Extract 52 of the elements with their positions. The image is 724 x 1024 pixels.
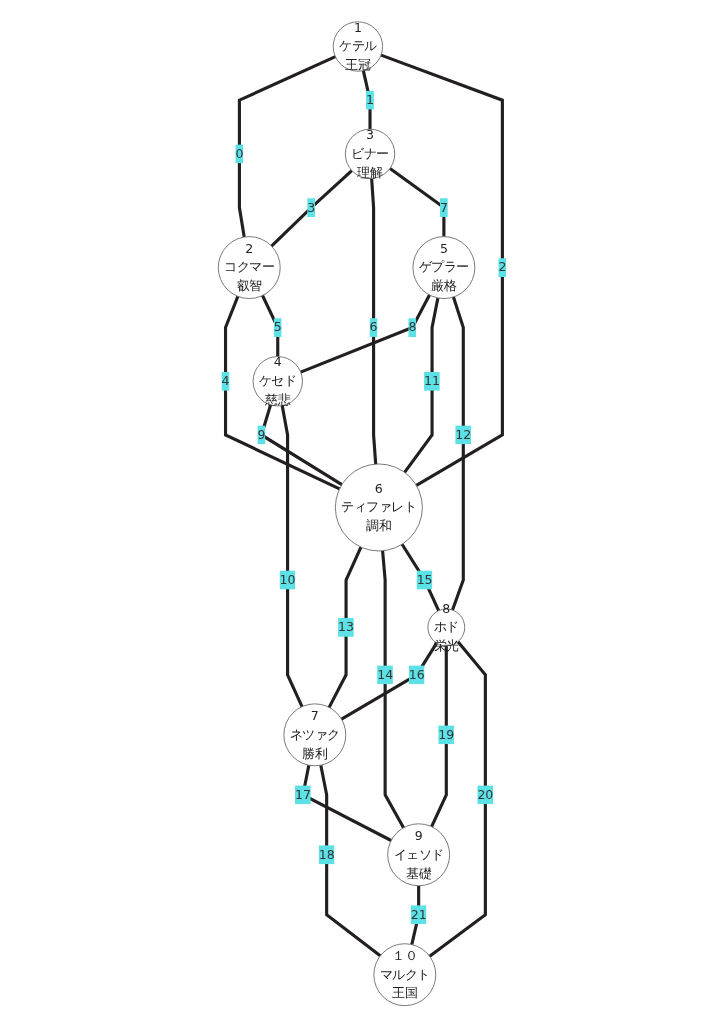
- connector: [403, 297, 440, 474]
- edge-label: 0: [235, 146, 244, 161]
- connector: [409, 885, 420, 945]
- connector: [237, 55, 336, 238]
- connector: [400, 543, 440, 612]
- connector: [380, 53, 504, 487]
- connector: [428, 640, 487, 958]
- edge-label: 5: [273, 319, 282, 335]
- connector: [259, 404, 343, 486]
- node-circle: 7 ネツァク 勝利: [283, 703, 346, 767]
- edge-label: 16: [408, 667, 425, 682]
- connector: [388, 167, 446, 237]
- edge-label: 12: [454, 427, 471, 443]
- connector: [380, 550, 405, 829]
- connector: [340, 642, 438, 721]
- edge-label: 15: [416, 572, 433, 588]
- edge-label: 19: [437, 727, 454, 742]
- edge-label: 14: [376, 667, 393, 682]
- node-circle: 5 ゲプラー 厳格: [412, 236, 475, 299]
- connector: [318, 764, 381, 958]
- edge-label: 11: [423, 373, 440, 389]
- edge-label: 9: [257, 427, 266, 443]
- connector: [429, 645, 448, 828]
- edge-label: 2: [498, 259, 507, 275]
- node-circle: １０ マルクト 王国: [373, 943, 436, 1007]
- edge-label: 8: [408, 319, 417, 335]
- node-circle: 1 ケテル 王冠: [332, 21, 383, 72]
- node-circle: 2 コクマー 叡智: [217, 236, 281, 299]
- connector: [327, 546, 363, 709]
- node-circle: 3 ビナー 理解: [344, 128, 395, 179]
- edge-label: 1: [365, 92, 374, 108]
- node-circle: 9 イェソド 基礎: [386, 823, 450, 887]
- connector: [299, 294, 431, 374]
- connector: [270, 169, 353, 248]
- edge-label: 13: [337, 619, 354, 635]
- edge-label: 18: [318, 846, 335, 862]
- edge-label: 3: [306, 199, 315, 215]
- edge-label: 6: [369, 319, 378, 335]
- connector: [223, 295, 340, 491]
- edge-label: 21: [410, 906, 427, 922]
- connector: [300, 764, 392, 842]
- connector: [280, 405, 304, 708]
- edge-label: 4: [221, 373, 230, 389]
- edge-label: 10: [279, 572, 296, 588]
- edge-label: 7: [439, 199, 448, 215]
- connector: [369, 178, 377, 465]
- edge-label: 17: [294, 786, 311, 802]
- connector: [260, 294, 279, 357]
- connector: [450, 296, 465, 611]
- node-circle: 6 ティファレト 調和: [334, 463, 423, 552]
- node-circle: 4 ケセド 慈悲: [252, 356, 303, 407]
- edge-label: 20: [477, 786, 494, 802]
